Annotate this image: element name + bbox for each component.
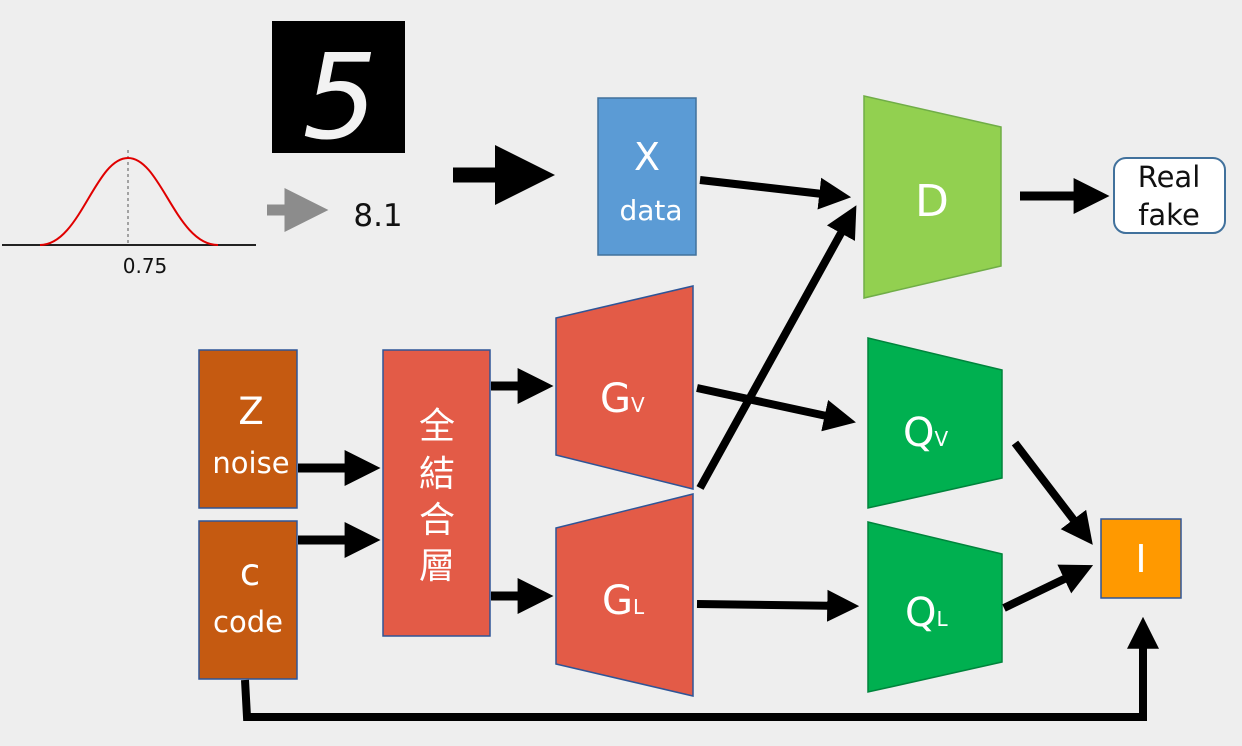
output-line2: fake: [1138, 198, 1200, 232]
generator-l-main: G: [602, 578, 633, 624]
code-box: c code: [198, 520, 298, 680]
sample-value-label: 8.1: [353, 198, 402, 234]
generator-l-label: GL: [602, 578, 645, 624]
generator-v-block: GV: [555, 285, 694, 490]
fc-layer-box: 全 結 合 層: [382, 349, 491, 637]
output-box: Real fake: [1113, 157, 1226, 234]
gv-to-d-arrow: [696, 205, 857, 490]
q-l-label: QL: [905, 590, 948, 636]
gl-to-ql-arrow: [696, 589, 860, 622]
output-line1: Real: [1138, 160, 1201, 194]
code-box-subtitle: code: [213, 605, 283, 639]
noise-box-subtitle: noise: [212, 446, 289, 480]
generator-v-main: G: [600, 376, 631, 422]
digit-image-glyph: 5: [302, 28, 377, 166]
digit-image-background: [272, 21, 405, 153]
qv-to-i-arrow: [1011, 440, 1093, 545]
q-l-sub: L: [936, 607, 948, 631]
code-to-i-connector: [241, 616, 1159, 721]
data-box: X data: [597, 97, 697, 256]
ql-to-i-arrow: [1002, 564, 1094, 612]
discriminator-label: D: [915, 176, 949, 227]
q-l-main: Q: [905, 590, 936, 636]
info-box: I: [1100, 518, 1182, 599]
gaussian-distribution: 0.75: [2, 150, 256, 278]
fc-layer-char-3: 合: [419, 500, 455, 541]
gaussian-curve: [39, 156, 219, 246]
mnist-digit-image: 5: [272, 21, 405, 166]
generator-l-sub: L: [633, 595, 645, 619]
generator-v-sub: V: [631, 393, 645, 417]
fc-layer-char-2: 結: [419, 454, 455, 495]
distribution-mean-label: 0.75: [123, 254, 168, 278]
noise-box-title: Z: [238, 390, 263, 433]
discriminator-block: D: [863, 95, 1002, 299]
q-v-main: Q: [903, 410, 934, 456]
q-l-block: QL: [867, 521, 1003, 693]
data-box-subtitle: data: [619, 194, 682, 227]
fc-layer-char-4: 層: [419, 546, 455, 587]
generator-v-label: GV: [600, 376, 645, 422]
fc-layer-char-1: 全: [419, 406, 455, 447]
noise-box: Z noise: [198, 349, 298, 509]
data-to-d-arrow: [699, 176, 852, 210]
code-box-title: c: [240, 551, 260, 594]
gv-to-qv-arrow: [696, 384, 856, 432]
q-v-block: QV: [867, 337, 1003, 509]
q-v-sub: V: [934, 427, 948, 451]
q-v-label: QV: [903, 410, 948, 456]
generator-l-block: GL: [555, 493, 694, 697]
info-box-label: I: [1135, 537, 1146, 581]
data-box-title: X: [634, 135, 660, 179]
